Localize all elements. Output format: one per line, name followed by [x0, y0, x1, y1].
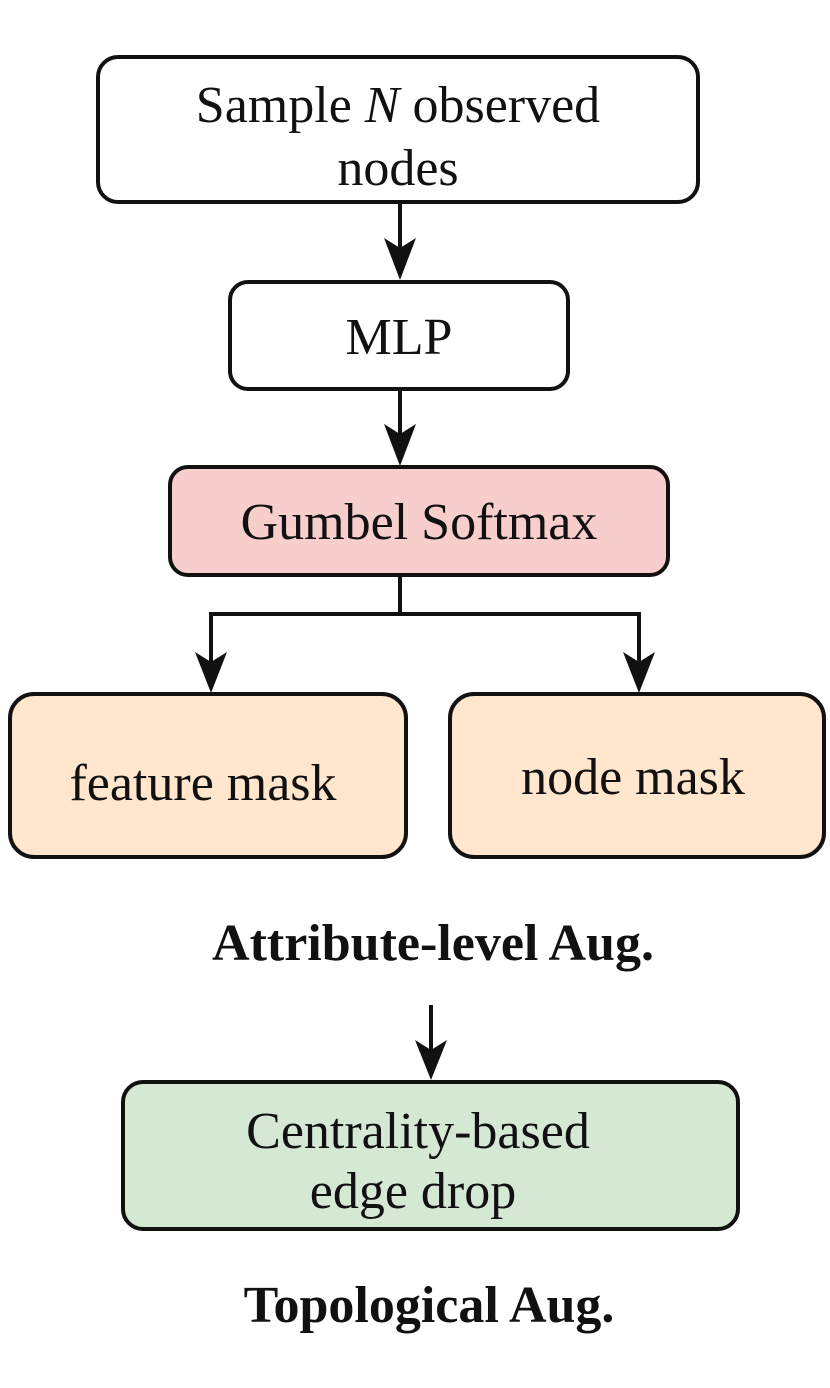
feature-mask-node: feature mask	[8, 692, 408, 859]
gumbel-softmax-box	[168, 465, 670, 577]
mlp-node: MLP	[228, 280, 570, 391]
feature-mask-label: feature mask	[69, 755, 336, 812]
sample-nodes-node: Sample N observed nodes	[96, 55, 700, 204]
arrow-mlp-to-gumbel	[384, 389, 416, 466]
node-mask-node: node mask	[448, 692, 826, 859]
attribute-level-aug-label: Attribute-level Aug.	[212, 915, 654, 972]
arrowhead-node-mask	[623, 652, 655, 693]
arrow-attribute-to-topological	[415, 1005, 447, 1080]
node-mask-label: node mask	[521, 749, 745, 806]
sample-nodes-prefix: Sample	[196, 77, 365, 134]
mlp-label: MLP	[346, 309, 453, 366]
node-mask-box	[448, 692, 826, 859]
sample-nodes-suffix: observed	[399, 77, 600, 134]
edge-drop-line2: edge drop	[310, 1163, 516, 1220]
arrow-gumbel-split	[195, 575, 655, 693]
arrow-sample-to-mlp	[384, 202, 416, 280]
edge-drop-box	[121, 1080, 740, 1231]
sample-nodes-line1: Sample N observed	[196, 77, 600, 134]
feature-mask-box	[8, 692, 408, 859]
topological-aug-label: Topological Aug.	[244, 1277, 615, 1334]
sample-nodes-variable: N	[364, 77, 403, 134]
gumbel-softmax-node: Gumbel Softmax	[168, 465, 670, 577]
edge-drop-node: Centrality-based edge drop	[121, 1080, 740, 1231]
edge-drop-line1: Centrality-based	[246, 1103, 590, 1160]
sample-nodes-line2: nodes	[337, 140, 458, 197]
gumbel-softmax-label: Gumbel Softmax	[241, 494, 598, 551]
arrowhead-feature-mask	[195, 652, 227, 693]
